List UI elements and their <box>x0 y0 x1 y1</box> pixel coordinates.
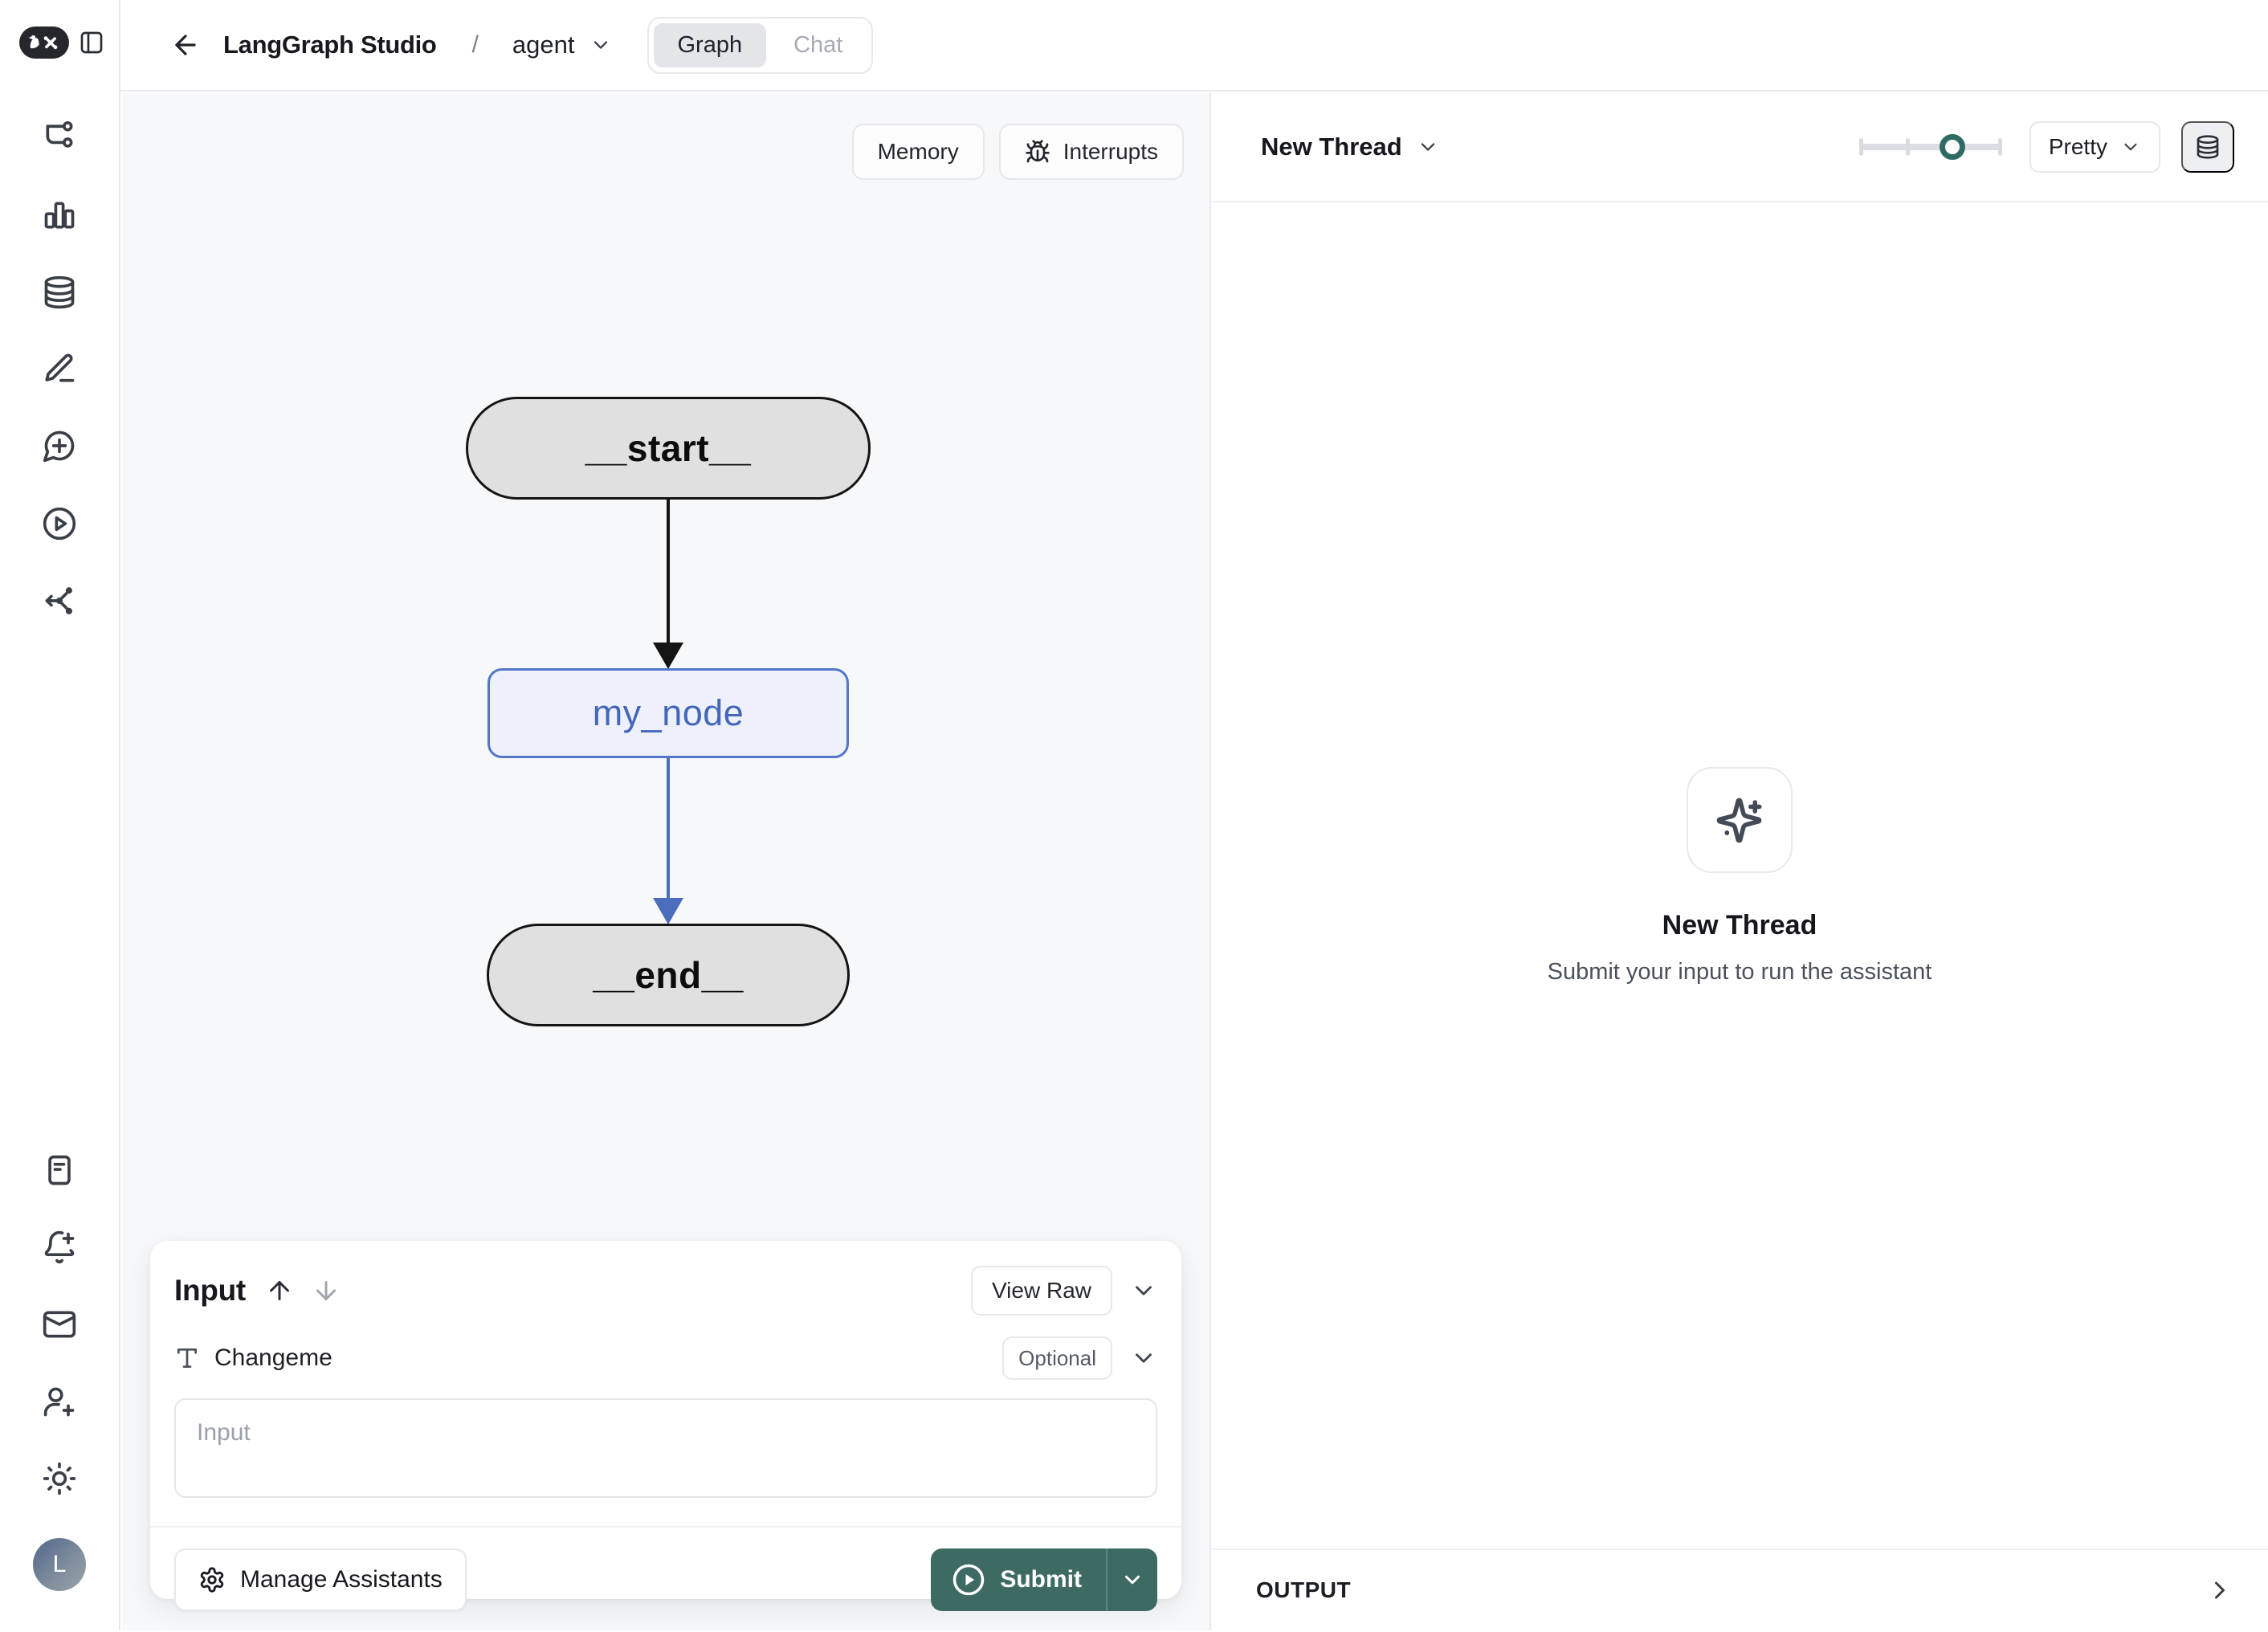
submit-divider <box>1106 1548 1107 1611</box>
move-down-icon[interactable] <box>312 1276 341 1305</box>
graph-canvas[interactable]: Memory Interrupts __start__ my_node __en… <box>122 93 1211 1630</box>
graph-node-start[interactable]: __start__ <box>466 397 871 500</box>
slider-tick <box>1905 138 1910 156</box>
graph-selector-value: agent <box>512 31 575 59</box>
tab-graph[interactable]: Graph <box>653 22 767 67</box>
thread-selector-label: New Thread <box>1261 133 1402 161</box>
breadcrumb-separator: / <box>471 31 479 58</box>
detail-level-slider[interactable] <box>1858 133 2002 161</box>
database-icon <box>2195 134 2221 160</box>
graph-node-end[interactable]: __end__ <box>487 924 850 1026</box>
input-panel: Input View Raw Changeme O <box>150 1241 1181 1611</box>
chevron-down-icon <box>2120 137 2141 157</box>
edge-start-to-mynode <box>667 500 670 646</box>
output-section-toggle[interactable]: OUTPUT <box>1211 1548 2268 1630</box>
state-view-button[interactable] <box>2181 121 2234 173</box>
play-circle-icon[interactable] <box>42 506 77 541</box>
memory-button-label: Memory <box>877 139 959 164</box>
sidebar-toggle-icon[interactable] <box>79 30 104 55</box>
langchain-logo[interactable] <box>19 27 69 59</box>
text-type-icon <box>174 1345 200 1371</box>
input-panel-footer: Manage Assistants Submit <box>174 1528 1157 1632</box>
tab-chat[interactable]: Chat <box>793 31 843 58</box>
edit-icon[interactable] <box>42 351 77 386</box>
canvas-toolbar: Memory Interrupts <box>851 124 1184 180</box>
notes-icon[interactable] <box>42 1153 77 1188</box>
bell-plus-icon[interactable] <box>42 1230 77 1265</box>
submit-button[interactable]: Submit <box>931 1548 1106 1611</box>
gear-icon <box>198 1566 226 1593</box>
route-icon[interactable] <box>42 583 77 618</box>
graph-node-my-node-label: my_node <box>592 692 744 733</box>
render-mode-value: Pretty <box>2048 134 2107 159</box>
optional-badge: Optional <box>1002 1336 1112 1380</box>
thread-selector[interactable]: New Thread <box>1261 133 1439 161</box>
view-raw-button[interactable]: View Raw <box>971 1266 1112 1316</box>
graph-node-end-label: __end__ <box>593 954 744 996</box>
slider-tick <box>1997 138 2002 156</box>
interrupts-button-label: Interrupts <box>1063 139 1158 164</box>
collapse-panel-chevron-icon[interactable] <box>1130 1277 1157 1304</box>
input-panel-title: Input <box>174 1274 246 1307</box>
chevron-down-icon <box>589 34 612 56</box>
database-icon[interactable] <box>42 275 77 310</box>
output-section-label: OUTPUT <box>1256 1577 1352 1602</box>
panel-divider <box>150 1526 1181 1528</box>
graph-icon[interactable] <box>42 120 77 155</box>
sparkles-icon <box>1713 794 1766 847</box>
back-arrow-icon[interactable] <box>170 30 201 60</box>
user-avatar[interactable]: L <box>33 1538 86 1591</box>
submit-button-label: Submit <box>1000 1566 1082 1593</box>
input-field-header: Changeme Optional <box>174 1336 1157 1381</box>
graph-node-my-node[interactable]: my_node <box>487 668 849 758</box>
bar-chart-icon[interactable] <box>42 198 77 233</box>
input-panel-header: Input View Raw <box>174 1265 1157 1316</box>
render-mode-dropdown[interactable]: Pretty <box>2029 121 2160 173</box>
top-header: LangGraph Studio / agent Graph Chat <box>120 0 2268 92</box>
message-plus-icon[interactable] <box>42 428 77 463</box>
thread-panel-header: New Thread Pretty <box>1211 93 2268 202</box>
thread-empty-state: New Thread Submit your input to run the … <box>1211 767 2268 985</box>
view-mode-tabs: Graph Chat <box>647 16 874 74</box>
empty-state-title: New Thread <box>1662 910 1817 940</box>
slider-track <box>1858 144 2002 150</box>
submit-split-button: Submit <box>931 1548 1157 1611</box>
slider-tick <box>1858 138 1863 156</box>
slider-handle[interactable] <box>1939 134 1965 160</box>
memory-button[interactable]: Memory <box>851 124 985 180</box>
user-plus-icon[interactable] <box>42 1384 77 1419</box>
manage-assistants-button[interactable]: Manage Assistants <box>174 1548 467 1611</box>
mail-icon[interactable] <box>42 1307 77 1342</box>
thread-panel: New Thread Pretty <box>1209 93 2268 1630</box>
edge-arrowhead <box>653 643 683 669</box>
edge-mynode-to-end <box>667 758 670 901</box>
chevron-right-icon <box>2205 1576 2234 1605</box>
new-thread-icon-card <box>1687 767 1793 873</box>
play-circle-icon <box>952 1563 985 1597</box>
field-label: Changeme <box>214 1344 332 1371</box>
manage-assistants-label: Manage Assistants <box>240 1566 443 1593</box>
view-raw-label: View Raw <box>992 1278 1091 1303</box>
interrupts-button[interactable]: Interrupts <box>998 124 1184 180</box>
page-title: LangGraph Studio <box>223 31 437 59</box>
chevron-down-icon <box>1120 1568 1144 1592</box>
collapse-field-chevron-icon[interactable] <box>1130 1344 1157 1372</box>
sun-icon[interactable] <box>42 1461 77 1496</box>
submit-options-chevron[interactable] <box>1107 1548 1157 1611</box>
sidebar: L <box>0 0 120 1630</box>
bug-icon <box>1025 139 1050 165</box>
graph-node-start-label: __start__ <box>585 427 752 469</box>
move-up-icon[interactable] <box>265 1276 294 1305</box>
graph-selector[interactable]: agent <box>512 31 612 59</box>
input-textarea[interactable] <box>174 1398 1157 1498</box>
edge-arrowhead <box>653 898 683 924</box>
chevron-down-icon <box>1417 136 1439 158</box>
empty-state-subtitle: Submit your input to run the assistant <box>1547 959 1932 985</box>
